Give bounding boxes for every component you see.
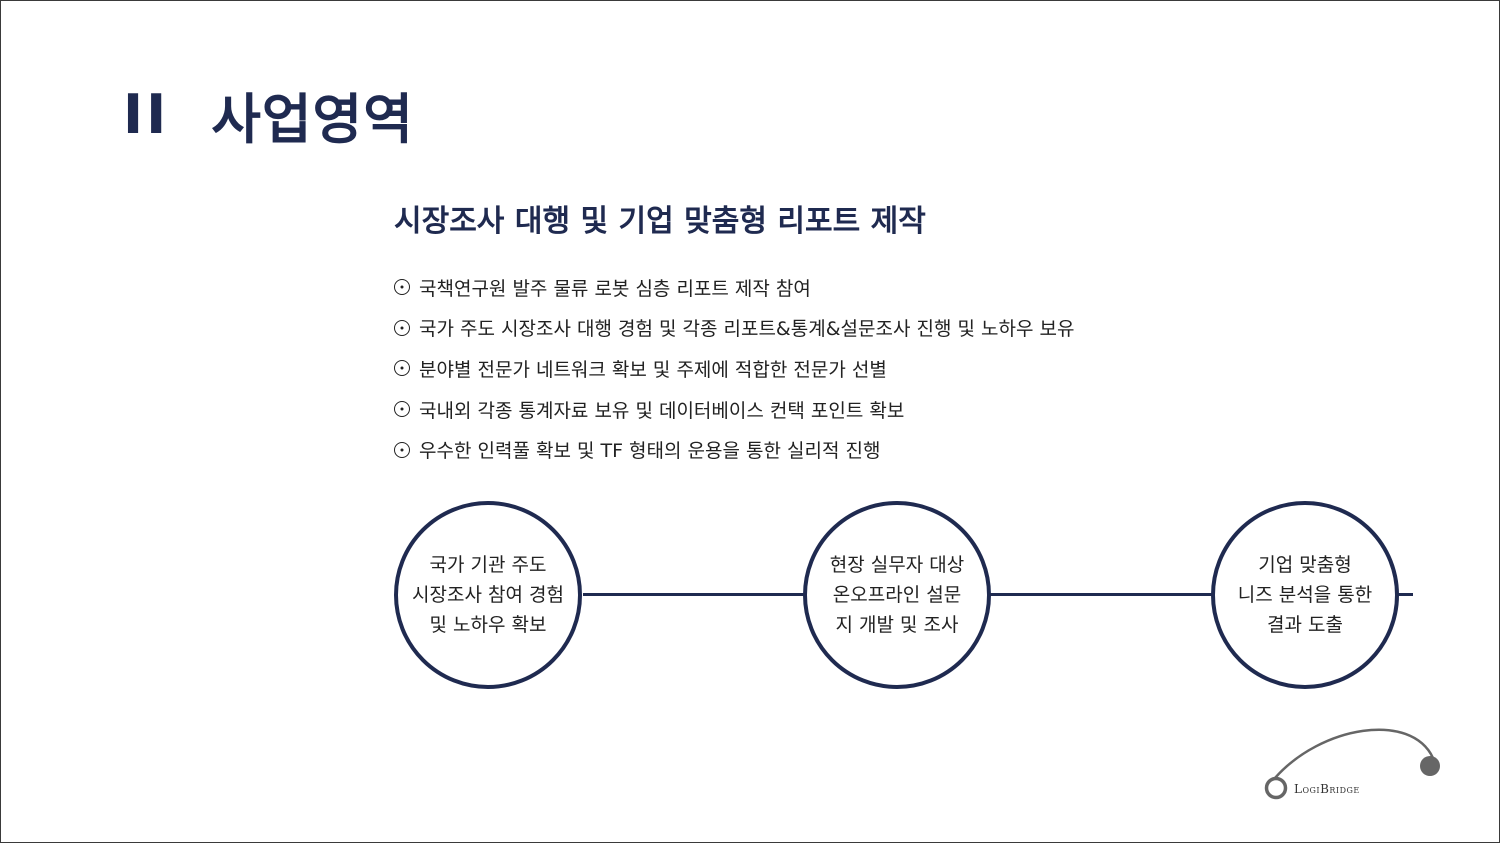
bullet-text: 우수한 인력풀 확보 및 TF 형태의 운용을 통한 실리적 진행: [419, 440, 881, 463]
bullet-item: 분야별 전문가 네트워크 확보 및 주제에 적합한 전문가 선별: [394, 348, 1074, 389]
process-circle-2: 현장 실무자 대상 온오프라인 설문 지 개발 및 조사: [803, 501, 991, 689]
process-circle-3: 기업 맞춤형 니즈 분석을 통한 결과 도출: [1211, 501, 1399, 689]
bullet-text: 분야별 전문가 네트워크 확보 및 주제에 적합한 전문가 선별: [419, 358, 887, 381]
subtitle: 시장조사 대행 및 기업 맞춤형 리포트 제작: [394, 204, 926, 239]
process-circle-1: 국가 기관 주도 시장조사 참여 경험 및 노하우 확보: [394, 501, 582, 689]
bullet-item: 국내외 각종 통계자료 보유 및 데이터베이스 컨택 포인트 확보: [394, 389, 1074, 430]
process-connector-line: [583, 593, 1413, 596]
bullet-text: 국가 주도 시장조사 대행 경험 및 각종 리포트&통계&설문조사 진행 및 노…: [419, 318, 1075, 341]
process-circle-text: 국가 기관 주도 시장조사 참여 경험 및 노하우 확보: [412, 554, 564, 636]
section-heading: II 사업영역: [123, 75, 414, 154]
circle-dot-icon: [394, 360, 410, 377]
logo-arc-icon: [1264, 728, 1440, 800]
bullet-item: 국가 주도 시장조사 대행 경험 및 각종 리포트&통계&설문조사 진행 및 노…: [394, 308, 1074, 349]
circle-dot-icon: [394, 279, 410, 296]
bullet-item: 국책연구원 발주 물류 로봇 심층 리포트 제작 참여: [394, 267, 1074, 308]
circle-dot-icon: [394, 401, 410, 418]
circle-dot-icon: [394, 319, 410, 336]
bullet-list: 국책연구원 발주 물류 로봇 심층 리포트 제작 참여 국가 주도 시장조사 대…: [394, 267, 1074, 470]
logo-text: LogiBridge: [1294, 782, 1360, 796]
section-number: II: [123, 83, 170, 146]
process-circle-text: 기업 맞춤형 니즈 분석을 통한 결과 도출: [1237, 554, 1373, 636]
bullet-item: 우수한 인력풀 확보 및 TF 형태의 운용을 통한 실리적 진행: [394, 429, 1074, 470]
bullet-text: 국책연구원 발주 물류 로봇 심층 리포트 제작 참여: [419, 277, 811, 300]
section-title: 사업영역: [211, 88, 414, 151]
process-circle-text: 현장 실무자 대상 온오프라인 설문 지 개발 및 조사: [829, 554, 965, 636]
circle-dot-icon: [394, 441, 410, 458]
bullet-text: 국내외 각종 통계자료 보유 및 데이터베이스 컨택 포인트 확보: [419, 399, 905, 422]
